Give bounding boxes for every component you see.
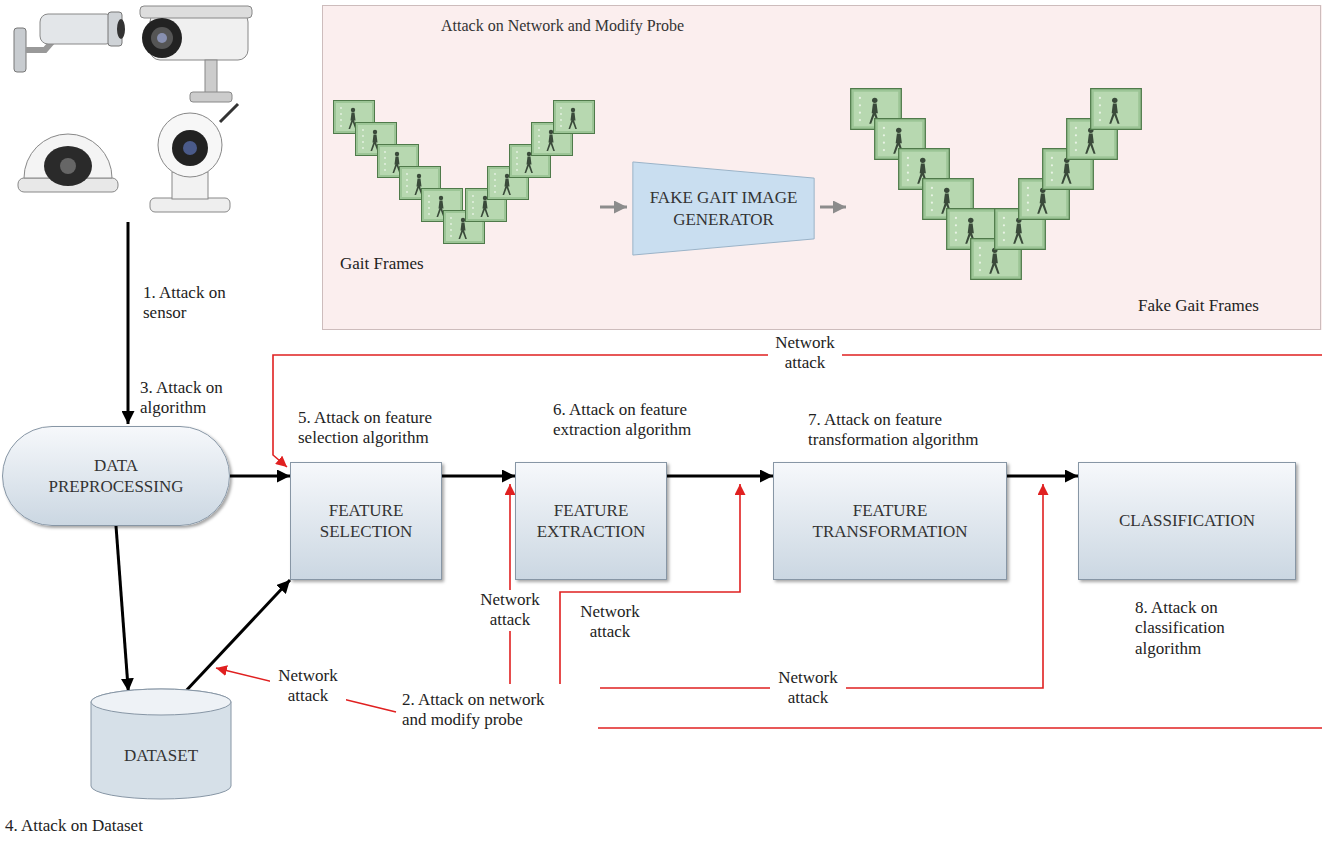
ir-camera <box>140 6 252 102</box>
flow-arrow <box>667 475 773 478</box>
annotation-text: 3. Attack on algorithm <box>140 378 252 419</box>
process-box: FEATURE TRANSFORMATION <box>773 462 1007 580</box>
annotation-label: Network attack <box>270 666 346 707</box>
node-text: CLASSIFICATION <box>1087 510 1287 531</box>
node-text: FEATURE EXTRACTION <box>535 500 647 543</box>
ptz-camera <box>220 104 238 122</box>
cylinder-outline <box>90 688 232 800</box>
annotation-text: 1. Attack on sensor <box>143 283 243 324</box>
network-attack-label: Network attack <box>770 668 846 709</box>
annotation-text: Gait Frames <box>340 254 424 274</box>
annotation-label: 1. Attack on sensor <box>143 283 243 324</box>
annotation-label: 2. Attack on network and modify probe <box>402 690 560 731</box>
sensor-arrow <box>128 222 129 424</box>
annotation-text: 2. Attack on network and modify probe <box>402 690 560 731</box>
network-attack-label: Network attack <box>472 590 548 631</box>
ir-camera <box>142 18 182 58</box>
flow-arrow <box>116 526 128 691</box>
annotation-text: 8. Attack on classification algorithm <box>1135 598 1250 659</box>
annotation-label: Network attack <box>768 333 842 374</box>
generator-arrow <box>820 206 846 209</box>
cylinder-outline <box>91 689 231 799</box>
annotation-text: 6. Attack on feature extraction algorith… <box>553 400 743 441</box>
node-text: FEATURE TRANSFORMATION <box>805 500 975 543</box>
network-attack-line <box>598 727 1322 729</box>
generator-block: FAKE GAIT IMAGE GENERATOR <box>631 161 816 256</box>
flow-arrow <box>442 475 515 478</box>
node-text: DATA PREPROCESSING <box>41 455 191 498</box>
trapezoid-outline <box>633 162 814 255</box>
ir-camera <box>151 27 173 49</box>
bullet-camera <box>14 28 26 72</box>
process-box: CLASSIFICATION <box>1078 462 1296 580</box>
ir-camera <box>140 6 252 18</box>
annotation-label: Network attack <box>572 602 648 643</box>
annotation-label: Gait Frames <box>340 254 500 274</box>
fake-gait-frames <box>1091 89 1142 130</box>
cylinder-outline <box>91 689 231 715</box>
ptz-camera <box>172 130 208 166</box>
process-box: FEATURE EXTRACTION <box>515 462 667 580</box>
trapezoid-outline <box>631 161 816 256</box>
sensor-arrow <box>127 222 130 424</box>
annotation-label: Fake Gait Frames <box>1138 296 1314 316</box>
bullet-camera <box>40 14 114 44</box>
network-attack-label: Network attack <box>768 333 842 374</box>
ptz-camera <box>150 198 230 212</box>
annotation-text: Fake Gait Frames <box>1138 296 1259 316</box>
annotation-text: 4. Attack on Dataset <box>5 816 143 836</box>
node-text: DATASET <box>101 745 221 766</box>
network-attack-line <box>216 355 1322 728</box>
process-box: FEATURE SELECTION <box>290 462 442 580</box>
annotation-label: 5. Attack on feature selection algorithm <box>298 408 483 449</box>
bullet-camera <box>117 19 125 39</box>
network-attack-line <box>509 484 511 684</box>
annotation-label: 6. Attack on feature extraction algorith… <box>553 400 743 441</box>
attack-panel: Attack on Network and Modify ProbeFAKE G… <box>322 5 1321 330</box>
ptz-camera <box>183 141 197 155</box>
panel-ground <box>322 5 1322 330</box>
gait-frames <box>554 101 595 134</box>
annotation-text: 7. Attack on feature transformation algo… <box>808 410 1008 451</box>
annotation-label: Network attack <box>770 668 846 709</box>
flow-arrow <box>230 475 290 478</box>
node-text: FAKE GAIT IMAGE GENERATOR <box>644 187 804 230</box>
network-attack-label: Network attack <box>572 602 648 643</box>
annotation-label: Network attack <box>472 590 548 631</box>
dataset-cylinder: DATASET <box>90 688 232 800</box>
dome-camera <box>44 146 92 186</box>
process-pill: DATA PREPROCESSING <box>2 426 230 526</box>
ir-camera <box>205 60 217 93</box>
annotation-label: 8. Attack on classification algorithm <box>1135 598 1250 659</box>
ir-camera <box>157 33 167 43</box>
panel-ground <box>322 5 1322 330</box>
ptz-camera <box>158 113 222 177</box>
annotation-label: 4. Attack on Dataset <box>5 816 225 836</box>
annotation-label: 3. Attack on algorithm <box>140 378 252 419</box>
panel-title: Attack on Network and Modify Probe <box>441 16 684 36</box>
dome-camera <box>18 134 118 192</box>
generator-arrow <box>600 206 627 209</box>
ptz-camera <box>150 104 238 212</box>
dome-camera <box>60 158 76 174</box>
bullet-camera <box>14 12 125 72</box>
node-text: FEATURE SELECTION <box>310 500 422 543</box>
flow-arrow <box>1007 475 1078 478</box>
annotation-label: 7. Attack on feature transformation algo… <box>808 410 1008 451</box>
fake-gait-frames <box>851 89 1142 280</box>
gait-frames <box>334 101 595 244</box>
annotation-text: 5. Attack on feature selection algorithm <box>298 408 483 449</box>
ir-camera <box>190 92 232 102</box>
network-attack-label: Network attack <box>270 666 346 707</box>
